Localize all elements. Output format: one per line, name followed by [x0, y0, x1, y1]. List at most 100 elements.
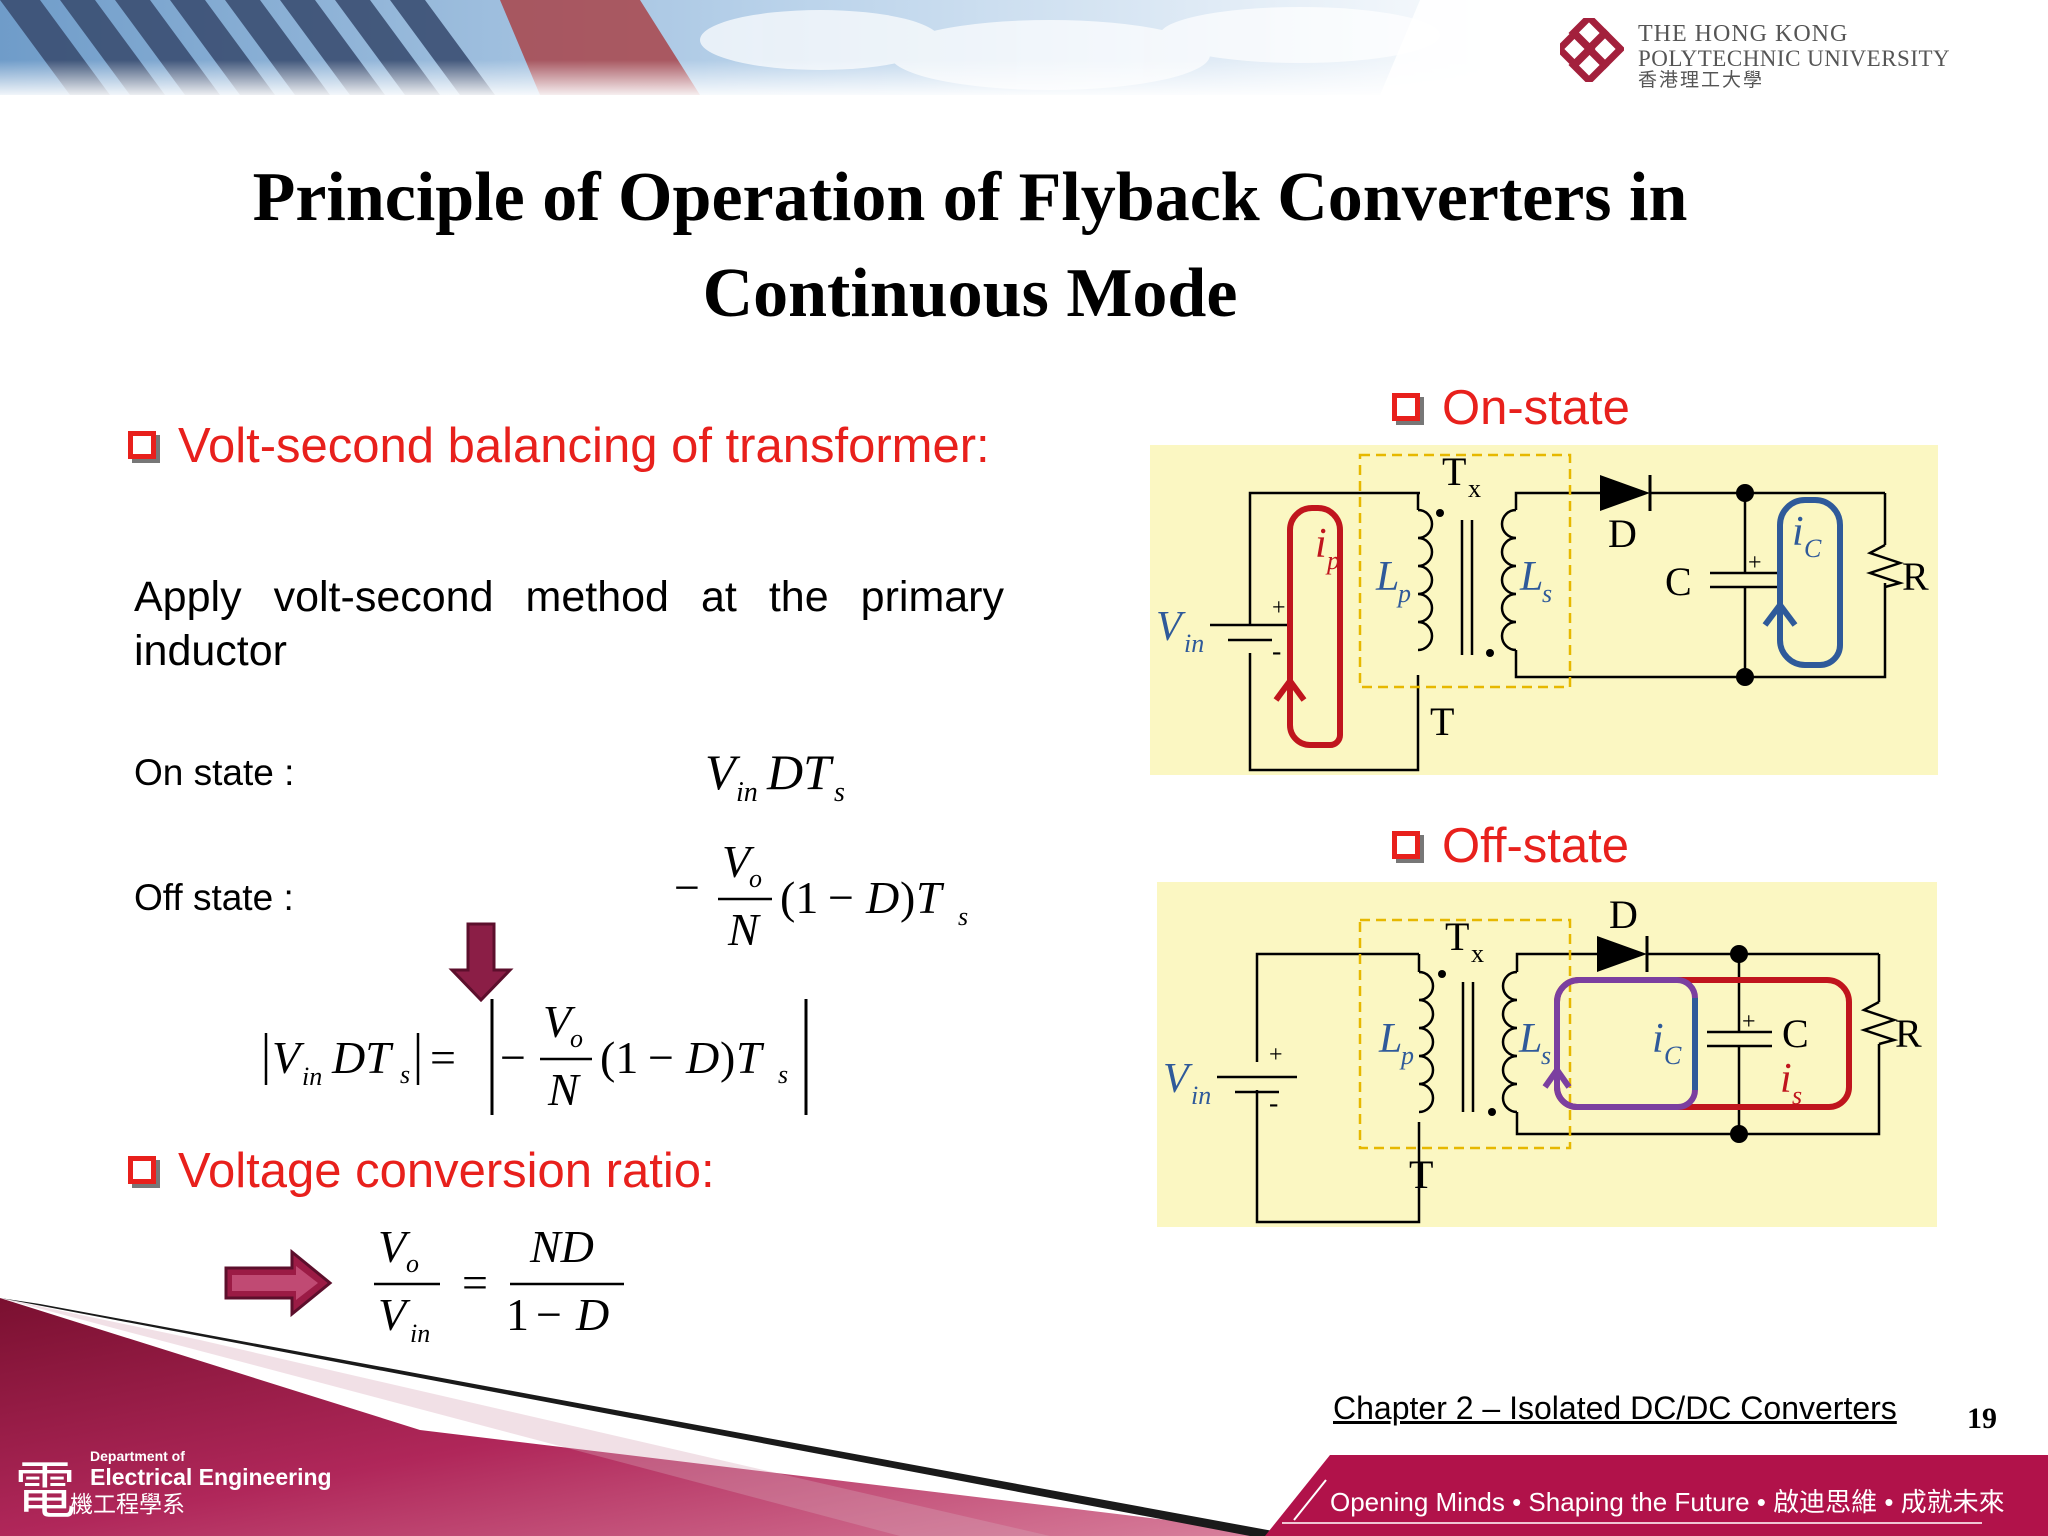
university-name-line1: THE HONG KONG: [1638, 21, 1849, 47]
svg-text:R: R: [1902, 554, 1929, 599]
svg-text:V: V: [272, 1032, 305, 1083]
svg-text:V: V: [1156, 604, 1186, 650]
bullet-checkbox-icon: [1392, 393, 1420, 422]
university-name-line2: POLYTECHNIC UNIVERSITY: [1638, 46, 1951, 72]
svg-text:−: −: [674, 862, 700, 913]
svg-text:−: −: [648, 1032, 674, 1083]
header-banner-image: [0, 0, 2048, 95]
balance-equation: V in DT s = − V o N (1 − D ) T s: [264, 996, 808, 1115]
off-state-label: Off state :: [134, 877, 294, 918]
svg-text:T: T: [1442, 449, 1466, 494]
body-text: Apply volt-second method at the primary …: [134, 573, 1004, 675]
svg-text:o: o: [406, 1249, 419, 1278]
svg-text:p: p: [1396, 579, 1411, 608]
right-arrow-icon: [224, 1248, 333, 1318]
svg-text:V: V: [722, 836, 755, 887]
svg-text:+: +: [1272, 595, 1286, 621]
department-line1: Department of: [90, 1448, 185, 1464]
svg-text:−: −: [500, 1032, 526, 1083]
svg-text:=: =: [462, 1257, 488, 1308]
svg-text:s: s: [1542, 579, 1552, 608]
heading-conversion-ratio-text: Voltage conversion ratio:: [178, 1144, 715, 1198]
svg-text:−: −: [536, 1289, 562, 1340]
svg-text:R: R: [1895, 1011, 1922, 1056]
svg-text:L: L: [1375, 554, 1399, 600]
svg-text:x: x: [1468, 474, 1481, 503]
bullet-checkbox-icon: [128, 431, 156, 460]
svg-text:+: +: [1269, 1042, 1283, 1068]
svg-text:V: V: [378, 1289, 411, 1340]
svg-text:C: C: [1665, 559, 1692, 604]
svg-text:T: T: [736, 1032, 765, 1083]
svg-text:in: in: [302, 1062, 322, 1091]
svg-text:C: C: [1804, 534, 1822, 563]
svg-text:DT: DT: [766, 744, 834, 800]
svg-text:o: o: [749, 864, 762, 893]
svg-text:(1: (1: [780, 872, 818, 923]
svg-text:in: in: [410, 1319, 430, 1348]
department-line3: 機工程學系: [70, 1490, 185, 1517]
svg-text:in: in: [1184, 629, 1204, 658]
on-state-label: On state :: [134, 752, 295, 793]
svg-text:D: D: [685, 1032, 719, 1083]
svg-text:=: =: [430, 1032, 456, 1083]
heading-on-state: On-state: [1392, 380, 1630, 436]
svg-text:C: C: [1782, 1011, 1809, 1056]
svg-text:V: V: [1163, 1056, 1193, 1102]
svg-text:+: +: [1748, 550, 1762, 576]
slash-decoration-icon: [1290, 1478, 1327, 1521]
svg-text:i: i: [1792, 509, 1804, 555]
page-number: 19: [1967, 1402, 1997, 1435]
svg-text:p: p: [1399, 1041, 1414, 1070]
conversion-ratio-equation: V o V in = ND 1 − D: [374, 1221, 624, 1348]
svg-text:N: N: [547, 1064, 581, 1115]
university-name-line3: 香港理工大學: [1638, 70, 1765, 92]
slide-title: Principle of Operation of Flyback Conver…: [100, 150, 1840, 342]
svg-text:): ): [900, 872, 915, 923]
svg-text:s: s: [958, 902, 968, 931]
svg-text:): ): [720, 1032, 735, 1083]
svg-text:+: +: [1742, 1009, 1756, 1035]
off-state-equation: − V o N (1 − D ) T s: [674, 836, 968, 955]
svg-text:i: i: [1652, 1016, 1664, 1062]
footer-chapter-link[interactable]: Chapter 2 – Isolated DC/DC Converters: [1333, 1390, 1897, 1426]
svg-text:in: in: [1191, 1081, 1211, 1110]
heading-on-state-text: On-state: [1442, 381, 1630, 435]
svg-text:V: V: [543, 996, 576, 1047]
svg-text:C: C: [1664, 1041, 1682, 1070]
svg-text:D: D: [575, 1289, 609, 1340]
svg-text:in: in: [736, 777, 758, 808]
heading-volt-second: Volt-second balancing of transformer:: [128, 418, 990, 474]
svg-text:−: −: [828, 872, 854, 923]
svg-text:i: i: [1780, 1056, 1792, 1102]
svg-text:T: T: [916, 872, 945, 923]
heading-volt-second-text: Volt-second balancing of transformer:: [178, 419, 990, 473]
svg-text:o: o: [570, 1024, 583, 1053]
slide-title-line2: Continuous Mode: [702, 255, 1238, 332]
heading-off-state-text: Off-state: [1442, 819, 1630, 873]
header-banner: [0, 0, 2048, 95]
svg-text:T: T: [1430, 699, 1454, 744]
svg-text:s: s: [1541, 1041, 1551, 1070]
footer-slogan: Opening Minds • Shaping the Future • 啟迪思…: [1330, 1487, 2005, 1517]
university-logo-icon: [1554, 12, 1626, 86]
svg-text:T: T: [1445, 914, 1469, 959]
department-glyph: 電: [14, 1454, 77, 1527]
svg-text:N: N: [727, 904, 761, 955]
bullet-checkbox-icon: [128, 1156, 156, 1185]
on-state-equation: V in DT s: [705, 744, 845, 808]
svg-text:L: L: [1378, 1016, 1402, 1062]
svg-text:L: L: [1518, 1016, 1542, 1062]
svg-text:D: D: [1609, 892, 1638, 937]
svg-text:1: 1: [506, 1289, 529, 1340]
down-arrow-icon: [448, 922, 514, 1002]
svg-text:i: i: [1315, 521, 1327, 567]
svg-text:s: s: [1792, 1081, 1802, 1110]
svg-text:s: s: [400, 1060, 410, 1089]
slogan-underline: [1282, 1522, 1982, 1524]
svg-text:-: -: [1269, 1088, 1278, 1119]
svg-text:V: V: [705, 744, 741, 800]
heading-conversion-ratio: Voltage conversion ratio:: [128, 1143, 715, 1199]
